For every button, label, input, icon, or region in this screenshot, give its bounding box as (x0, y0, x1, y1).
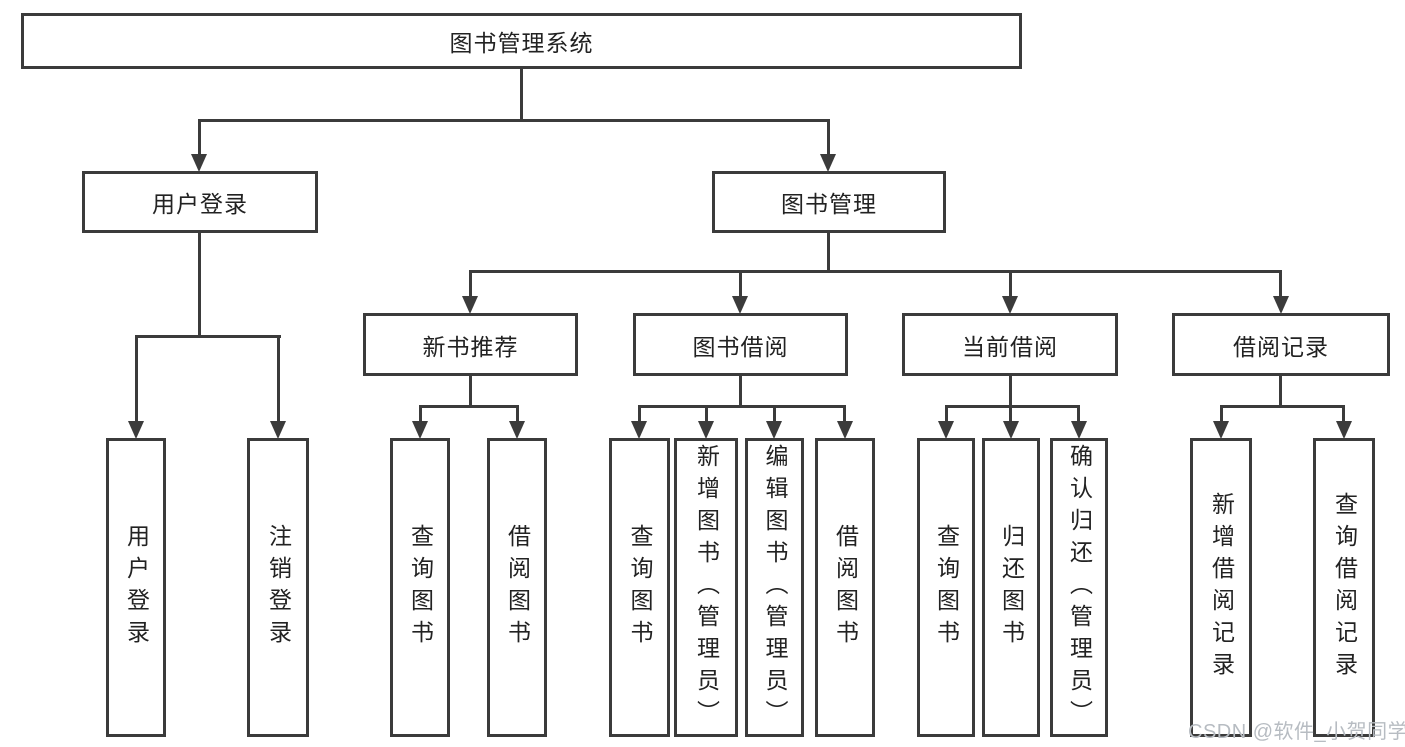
arrowhead-down-icon (1003, 421, 1019, 439)
arrowhead-down-icon (820, 154, 836, 172)
connector-to-leaf-login (135, 335, 138, 422)
arrowhead-down-icon (938, 421, 954, 439)
arrowhead-down-icon (128, 421, 144, 439)
csdn-watermark: CSDN @软件_小贺同学 (1188, 721, 1405, 743)
node-user-login: 用户登录 (82, 171, 318, 233)
connector-to-leaf-logout (277, 335, 280, 422)
connector-drop (773, 405, 776, 423)
connector-drop (1009, 405, 1012, 423)
leaf-add-books-admin: 新增图书（管理员） (674, 438, 738, 737)
node-root-label: 图书管理系统 (449, 30, 594, 56)
connector-borrow-records-stem (1279, 376, 1282, 407)
connector-root-to-user-login (198, 119, 201, 155)
connector-root-stem (520, 66, 523, 121)
arrowhead-down-icon (631, 421, 647, 439)
arrowhead-down-icon (1002, 296, 1018, 314)
arrowhead-down-icon (732, 296, 748, 314)
leaf-edit-books-admin-label: 编辑图书（管理员） (762, 443, 788, 732)
leaf-confirm-return-admin: 确认归还（管理员） (1050, 438, 1108, 737)
node-root: 图书管理系统 (21, 13, 1022, 69)
connector-borrow-records-rail (1220, 405, 1345, 408)
connector-to-new-book-rec (469, 270, 472, 298)
node-book-borrow: 图书借阅 (633, 313, 848, 376)
connector-to-book-borrow (739, 270, 742, 298)
connector-drop (1077, 405, 1080, 423)
node-book-borrow-label: 图书借阅 (692, 333, 789, 360)
connector-book-borrow-rail (638, 405, 846, 408)
connector-drop (419, 405, 422, 423)
leaf-current-query-books: 查询图书 (917, 438, 975, 737)
connector-drop (945, 405, 948, 423)
connector-user-login-stem (198, 233, 201, 337)
node-new-book-rec-label: 新书推荐 (422, 333, 519, 360)
arrowhead-down-icon (270, 421, 286, 439)
connector-current-borrow-stem (1009, 376, 1012, 407)
connector-current-borrow-rail (945, 405, 1080, 408)
connector-drop (638, 405, 641, 423)
leaf-query-borrow-record: 查询借阅记录 (1313, 438, 1375, 737)
leaf-user-login-label: 用户登录 (123, 523, 150, 652)
leaf-borrow-query-books: 查询图书 (609, 438, 670, 737)
leaf-edit-books-admin: 编辑图书（管理员） (745, 438, 804, 737)
node-user-login-label: 用户登录 (152, 191, 248, 217)
leaf-rec-query-books-label: 查询图书 (407, 523, 434, 652)
arrowhead-down-icon (837, 421, 853, 439)
leaf-add-borrow-record: 新增借阅记录 (1190, 438, 1252, 737)
node-current-borrow: 当前借阅 (902, 313, 1118, 376)
connector-drop (705, 405, 708, 423)
connector-user-login-rail (135, 335, 281, 338)
leaf-logout: 注销登录 (247, 438, 309, 737)
connector-drop (1342, 405, 1345, 423)
connector-drop (1220, 405, 1223, 423)
node-new-book-rec: 新书推荐 (363, 313, 578, 376)
node-current-borrow-label: 当前借阅 (962, 333, 1058, 360)
leaf-confirm-return-admin-label: 确认归还（管理员） (1066, 443, 1093, 732)
connector-new-book-rec-stem (469, 376, 472, 407)
node-borrow-records-label: 借阅记录 (1233, 333, 1329, 360)
connector-book-mgmt-rail (469, 270, 1282, 273)
leaf-borrow-borrow-books: 借阅图书 (815, 438, 875, 737)
leaf-borrow-borrow-books-label: 借阅图书 (832, 523, 859, 652)
leaf-borrow-query-books-label: 查询图书 (627, 523, 653, 652)
connector-to-current-borrow (1009, 270, 1012, 298)
arrowhead-down-icon (412, 421, 428, 439)
leaf-add-books-admin-label: 新增图书（管理员） (693, 443, 720, 732)
connector-to-borrow-records (1279, 270, 1282, 298)
arrowhead-down-icon (766, 421, 782, 439)
connector-root-to-book-mgmt (827, 119, 830, 155)
arrowhead-down-icon (1213, 421, 1229, 439)
arrowhead-down-icon (1071, 421, 1087, 439)
connector-drop (516, 405, 519, 423)
arrowhead-down-icon (509, 421, 525, 439)
arrowhead-down-icon (191, 154, 207, 172)
leaf-user-login: 用户登录 (106, 438, 166, 737)
leaf-rec-borrow-books-label: 借阅图书 (504, 523, 531, 652)
connector-book-mgmt-stem (827, 233, 830, 273)
leaf-return-books-label: 归还图书 (998, 523, 1025, 652)
connector-book-borrow-stem (739, 376, 742, 407)
node-book-mgmt-label: 图书管理 (781, 191, 877, 217)
arrowhead-down-icon (1336, 421, 1352, 439)
arrowhead-down-icon (1273, 296, 1289, 314)
leaf-add-borrow-record-label: 新增借阅记录 (1208, 491, 1235, 684)
leaf-rec-borrow-books: 借阅图书 (487, 438, 547, 737)
leaf-current-query-books-label: 查询图书 (933, 523, 960, 652)
connector-root-rail (198, 119, 830, 122)
arrowhead-down-icon (462, 296, 478, 314)
leaf-query-borrow-record-label: 查询借阅记录 (1331, 491, 1358, 684)
arrowhead-down-icon (698, 421, 714, 439)
node-book-mgmt: 图书管理 (712, 171, 946, 233)
leaf-rec-query-books: 查询图书 (390, 438, 450, 737)
connector-drop (843, 405, 846, 423)
connector-new-book-rec-rail (419, 405, 519, 408)
leaf-return-books: 归还图书 (982, 438, 1040, 737)
leaf-logout-label: 注销登录 (265, 523, 292, 652)
node-borrow-records: 借阅记录 (1172, 313, 1390, 376)
